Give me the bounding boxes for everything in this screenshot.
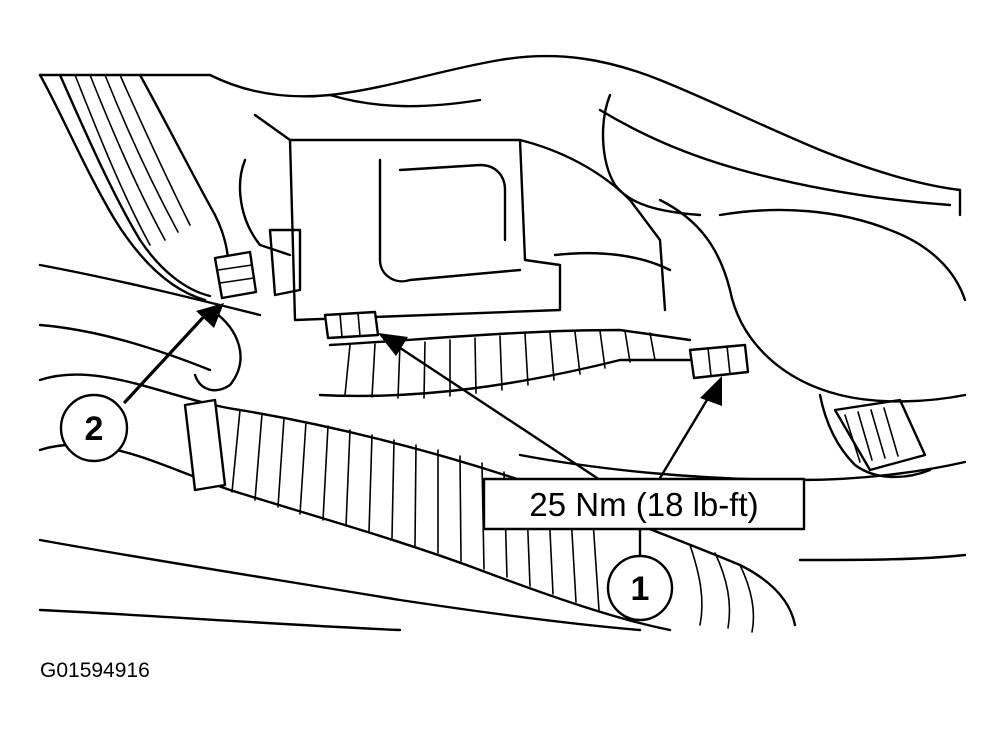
- arrowhead-1-left: [378, 333, 408, 356]
- pump-bracket: [238, 113, 672, 322]
- arrowhead-1-right: [700, 376, 722, 406]
- callout-number-1: 1: [631, 570, 650, 608]
- right-casing: [658, 198, 967, 479]
- hose-upper: [318, 328, 692, 399]
- callout-circle-2: [59, 393, 129, 463]
- arrowheads: [196, 303, 722, 406]
- torque-label: 25 Nm (18 lb-ft): [529, 486, 758, 523]
- frame-lines: [38, 263, 967, 632]
- pulley: [38, 73, 230, 302]
- callout-2: 2: [59, 393, 129, 463]
- leader-lines: [123, 308, 718, 560]
- bolt-2: [213, 250, 258, 300]
- torque-box-frame: [482, 477, 806, 531]
- callout-1: 1: [606, 554, 674, 622]
- engine-housing: [208, 54, 962, 217]
- bolt-1-right: [688, 343, 750, 380]
- bolt-1-left: [323, 310, 380, 340]
- callout-circle-1: [606, 554, 674, 622]
- torque-box: 25 Nm (18 lb-ft): [482, 477, 806, 531]
- figure-id: G01594916: [40, 659, 150, 682]
- callout-number-2: 2: [85, 410, 104, 448]
- arrowhead-2: [196, 303, 224, 328]
